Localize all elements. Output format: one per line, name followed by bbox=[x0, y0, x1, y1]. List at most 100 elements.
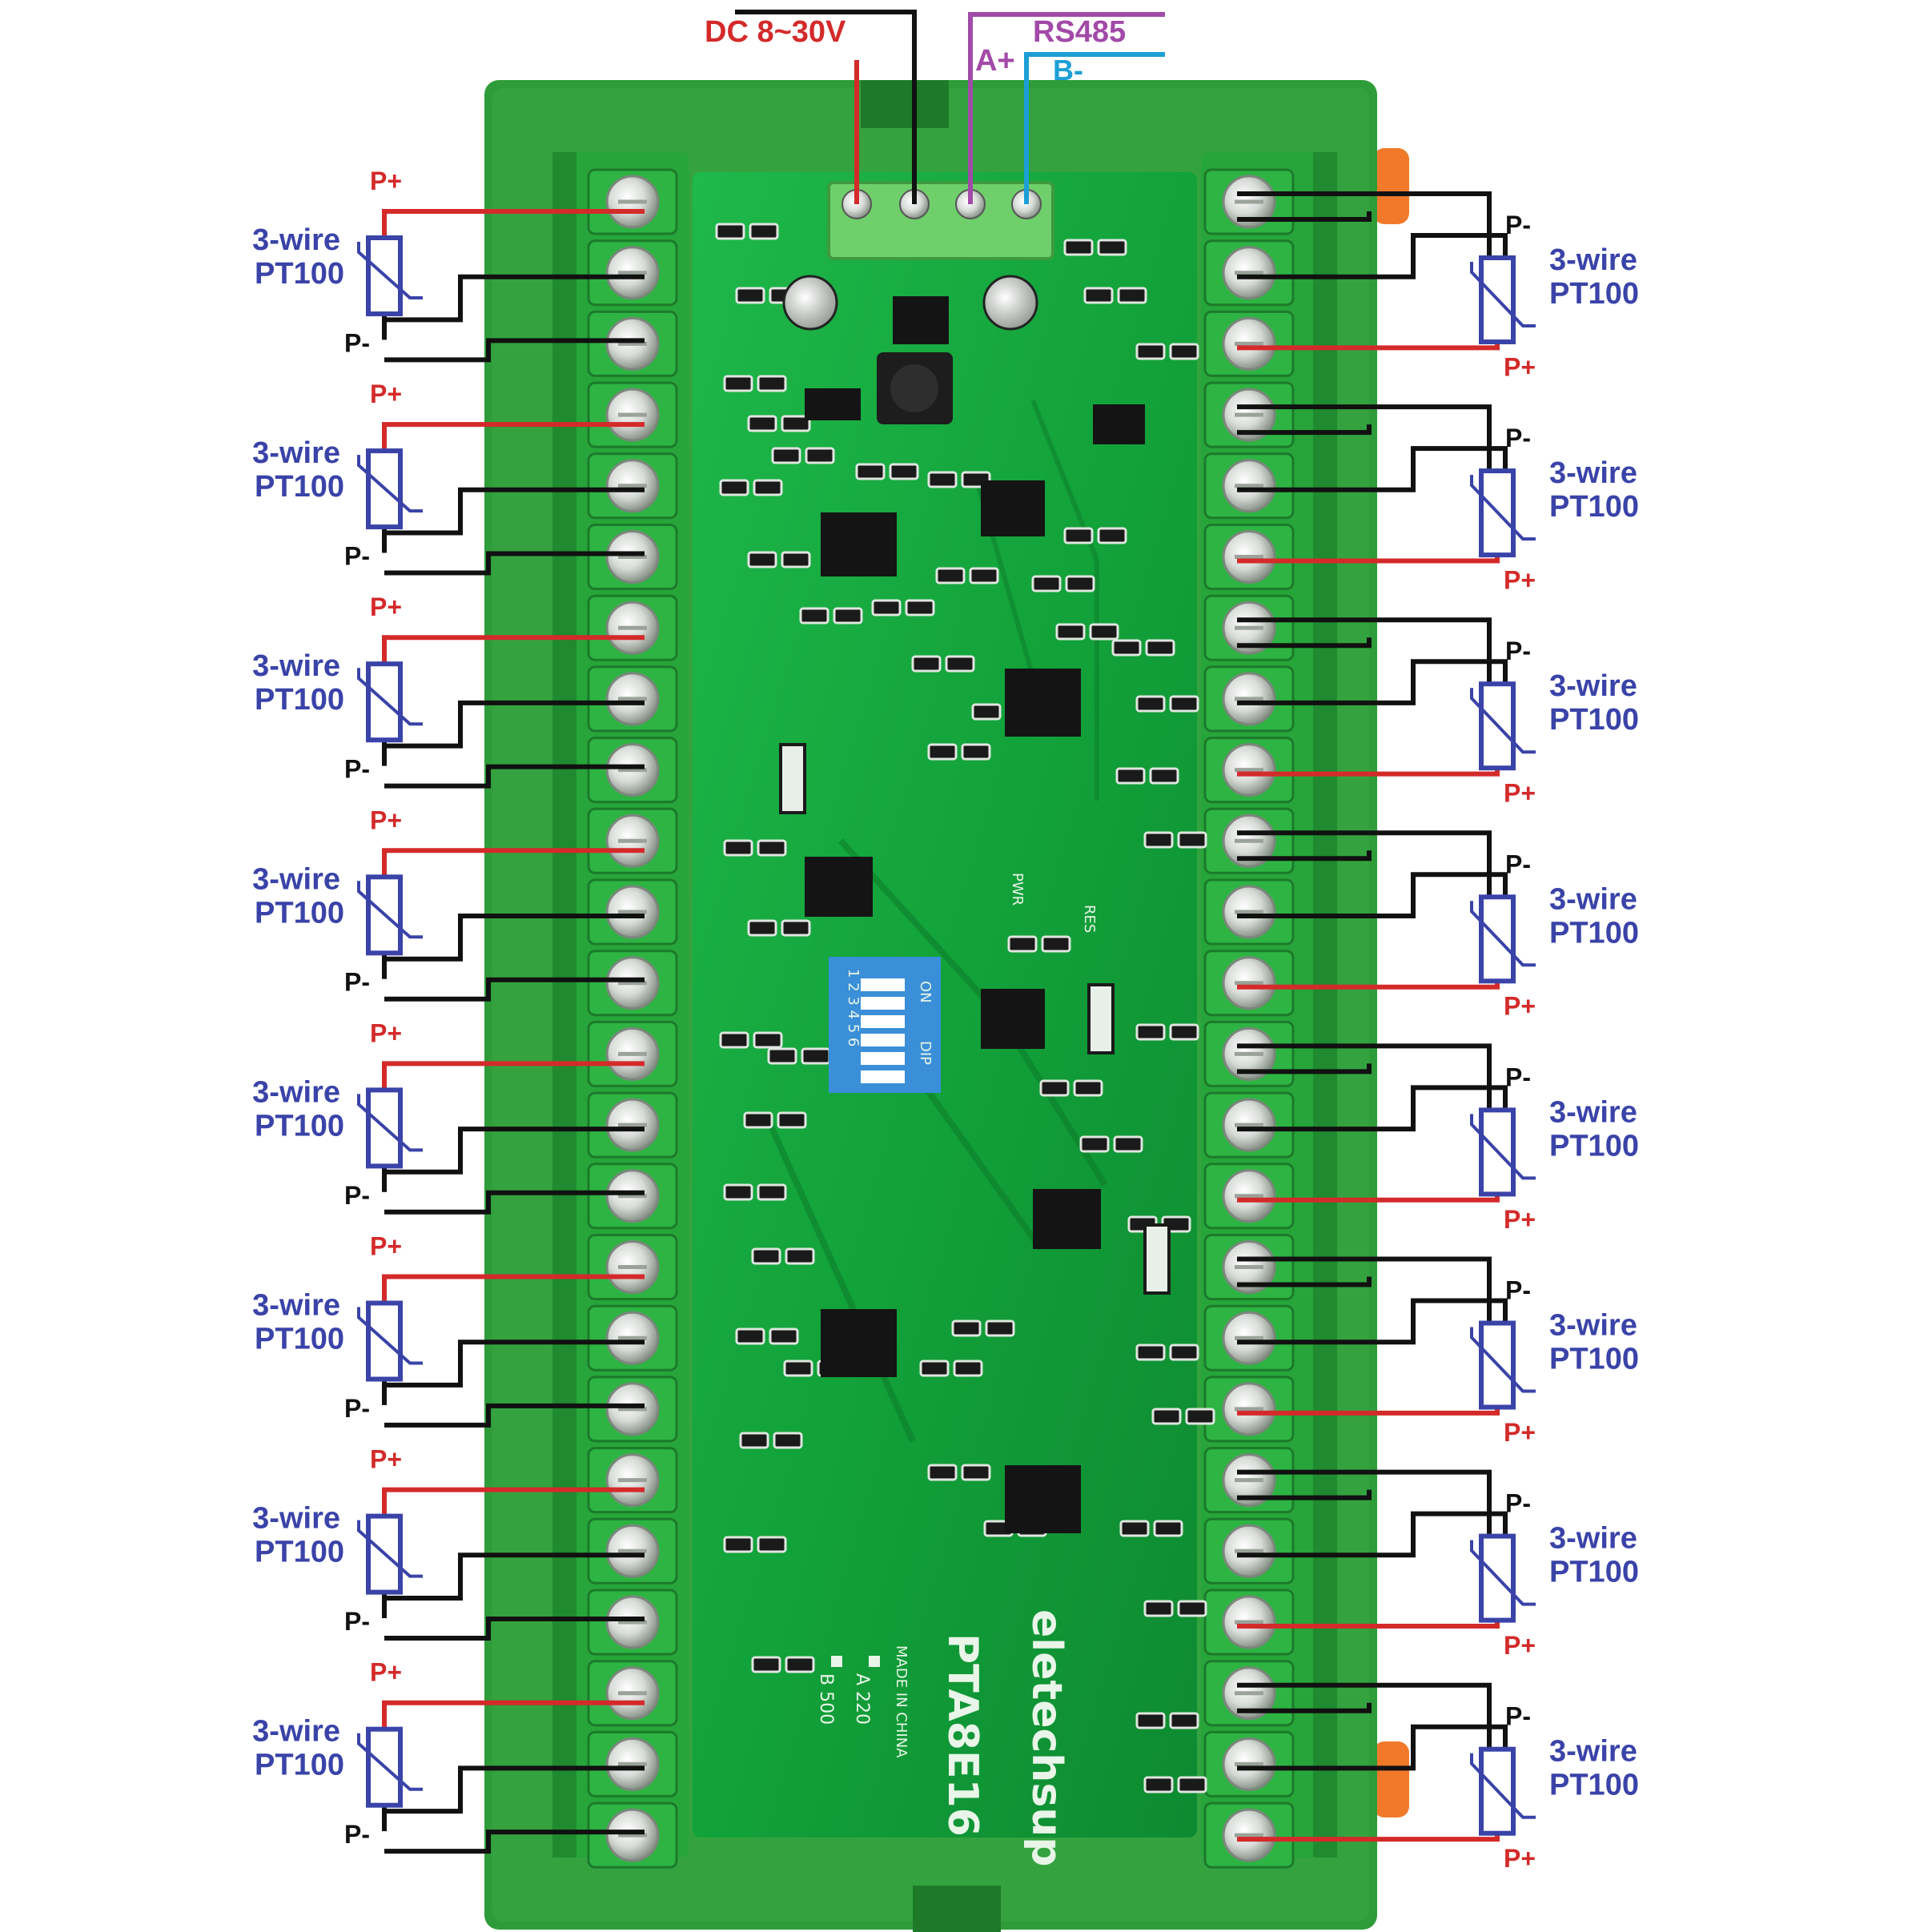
screw-terminal-right-18[interactable] bbox=[1203, 1376, 1295, 1443]
screw-terminal-left-11[interactable] bbox=[587, 878, 678, 946]
screw-terminal-right-24[interactable] bbox=[1203, 1801, 1295, 1869]
rs485-b-label: B- bbox=[1053, 54, 1083, 86]
screw-terminal-right-15[interactable] bbox=[1203, 1163, 1295, 1230]
screw-terminal-left-14[interactable] bbox=[587, 1091, 678, 1159]
dip-key-6[interactable] bbox=[861, 1070, 905, 1083]
dip-numbers: 1 2 3 4 5 6 bbox=[845, 969, 862, 1046]
sensor-left-model-label: PT100 bbox=[255, 1536, 344, 1569]
screw-terminals bbox=[587, 168, 1295, 1869]
sensor-left-minus-label: P- bbox=[344, 968, 370, 997]
sensor-right-type-label: 3-wire bbox=[1549, 243, 1637, 277]
screw-terminal-left-19[interactable] bbox=[587, 1447, 678, 1514]
screw-terminal-left-4[interactable] bbox=[587, 381, 678, 448]
sensor-right-model-label: PT100 bbox=[1549, 1343, 1639, 1376]
screw-terminal-right-16[interactable] bbox=[1203, 1234, 1295, 1300]
sensor-left-type-label: 3-wire bbox=[252, 862, 340, 896]
sensor-right-minus-label: P- bbox=[1505, 1489, 1531, 1518]
sensor-left-plus-label: P+ bbox=[370, 380, 402, 408]
sensor-right-plus-label: P+ bbox=[1504, 1631, 1536, 1660]
screw-terminal-left-1[interactable] bbox=[587, 168, 678, 235]
screw-terminal-right-17[interactable] bbox=[1203, 1304, 1295, 1372]
screw-terminal-right-7[interactable] bbox=[1203, 594, 1295, 661]
sensor-right-model-label: PT100 bbox=[1549, 277, 1639, 311]
pwr-label: PWR bbox=[1009, 873, 1026, 906]
sensor-right-minus-label: P- bbox=[1505, 424, 1531, 452]
rs485-label: RS485 bbox=[1033, 15, 1126, 49]
sensor-left-minus-label: P- bbox=[344, 1820, 370, 1849]
screw-terminal-right-9[interactable] bbox=[1203, 737, 1295, 804]
sensor-left-model-label: PT100 bbox=[255, 1323, 344, 1356]
screw-terminal-left-5[interactable] bbox=[587, 452, 678, 520]
screw-terminal-right-6[interactable] bbox=[1203, 524, 1295, 590]
screw-terminal-left-9[interactable] bbox=[587, 737, 678, 804]
sensor-right-type-label: 3-wire bbox=[1549, 882, 1637, 916]
sensor-left-model-label: PT100 bbox=[255, 470, 344, 504]
screw-terminal-left-2[interactable] bbox=[587, 239, 678, 307]
screw-terminal-left-13[interactable] bbox=[587, 1020, 678, 1087]
screw-terminal-right-20[interactable] bbox=[1203, 1517, 1295, 1585]
screw-terminal-right-13[interactable] bbox=[1203, 1020, 1295, 1087]
screw-terminal-left-10[interactable] bbox=[587, 807, 678, 874]
screw-terminal-left-22[interactable] bbox=[587, 1660, 678, 1727]
screw-terminal-left-15[interactable] bbox=[587, 1163, 678, 1230]
screw-terminal-left-18[interactable] bbox=[587, 1376, 678, 1443]
screw-terminal-right-22[interactable] bbox=[1203, 1660, 1295, 1727]
din-clip-top bbox=[1373, 148, 1409, 224]
model-label: PTA8E16 bbox=[938, 1633, 986, 1837]
dip-key-2[interactable] bbox=[861, 997, 905, 1010]
sensor-left-model-label: PT100 bbox=[255, 896, 344, 930]
dip-key-4[interactable] bbox=[861, 1034, 905, 1046]
dip-switch[interactable]: ON DIP 1 2 3 4 5 6 bbox=[829, 957, 941, 1093]
dip-key-1[interactable] bbox=[861, 978, 905, 991]
sensor-right-type-label: 3-wire bbox=[1549, 1095, 1637, 1129]
screw-terminal-right-14[interactable] bbox=[1203, 1091, 1295, 1159]
sensor-left-type-label: 3-wire bbox=[252, 223, 340, 257]
screw-terminal-right-8[interactable] bbox=[1203, 665, 1295, 733]
dip-key-5[interactable] bbox=[861, 1052, 905, 1065]
screw-terminal-right-11[interactable] bbox=[1203, 878, 1295, 946]
din-clip-bottom bbox=[1373, 1741, 1409, 1818]
screw-terminal-right-23[interactable] bbox=[1203, 1730, 1295, 1797]
screw-terminal-right-1[interactable] bbox=[1203, 168, 1295, 235]
screw-terminal-left-3[interactable] bbox=[587, 310, 678, 377]
screw-terminal-right-21[interactable] bbox=[1203, 1589, 1295, 1656]
screw-terminal-right-19[interactable] bbox=[1203, 1447, 1295, 1514]
sensor-right-type-label: 3-wire bbox=[1549, 1522, 1637, 1556]
screw-terminal-left-23[interactable] bbox=[587, 1730, 678, 1797]
screw-terminal-left-7[interactable] bbox=[587, 594, 678, 661]
sensor-left-minus-label: P- bbox=[344, 542, 370, 571]
sensor-right-type-label: 3-wire bbox=[1549, 1309, 1637, 1343]
rs485-a-label: A+ bbox=[975, 44, 1015, 78]
screw-terminal-right-5[interactable] bbox=[1203, 452, 1295, 520]
sensor-left-minus-label: P- bbox=[344, 755, 370, 784]
screw-terminal-right-10[interactable] bbox=[1203, 807, 1295, 874]
sensor-right-model-label: PT100 bbox=[1549, 1129, 1639, 1163]
screw-terminal-left-24[interactable] bbox=[587, 1801, 678, 1869]
sensor-left-model-label: PT100 bbox=[255, 683, 344, 717]
sensor-right-plus-label: P+ bbox=[1504, 992, 1536, 1021]
screw-terminal-left-20[interactable] bbox=[587, 1517, 678, 1585]
dip-key-3[interactable] bbox=[861, 1015, 905, 1028]
screw-terminal-left-6[interactable] bbox=[587, 524, 678, 590]
screw-terminal-right-2[interactable] bbox=[1203, 239, 1295, 307]
ic-chips bbox=[805, 296, 1145, 1533]
screw-terminal-left-17[interactable] bbox=[587, 1304, 678, 1372]
screw-terminal-left-16[interactable] bbox=[587, 1234, 678, 1300]
screw-terminal-right-4[interactable] bbox=[1203, 381, 1295, 448]
screw-terminal-right-12[interactable] bbox=[1203, 950, 1295, 1017]
screw-terminal-left-8[interactable] bbox=[587, 665, 678, 733]
option-b-label: B 500 bbox=[816, 1673, 836, 1725]
screw-terminal-right-3[interactable] bbox=[1203, 310, 1295, 377]
sensor-left-plus-label: P+ bbox=[370, 1232, 402, 1261]
screw-terminal-left-12[interactable] bbox=[587, 950, 678, 1017]
screw-terminal-left-21[interactable] bbox=[587, 1589, 678, 1656]
sensor-left-plus-label: P+ bbox=[370, 592, 402, 621]
sensor-right-minus-label: P- bbox=[1505, 1702, 1531, 1731]
